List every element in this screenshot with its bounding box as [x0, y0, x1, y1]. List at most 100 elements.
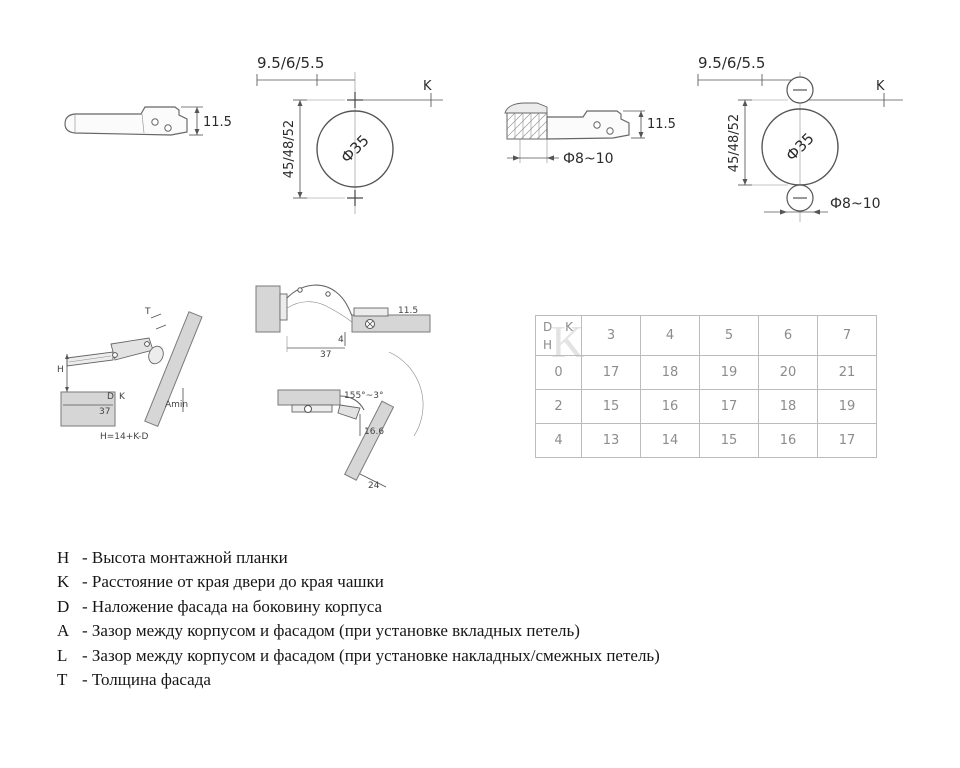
center-cross-marks — [347, 92, 363, 206]
cup-drill-diagram-left: 9.5/6/5.5 K Ф35 45/48/52 — [256, 54, 443, 214]
legend-key: A — [57, 621, 70, 641]
depth-dimension: 45/48/52 — [727, 99, 788, 186]
table-cell: 16 — [640, 389, 700, 424]
h-dimension: H — [57, 354, 69, 392]
dim-16-6-label: 16.6 — [364, 427, 384, 437]
door-panel — [255, 285, 281, 333]
corner-d-label: D — [543, 320, 553, 334]
legend-item-k: K - Расстояние от края двери до края чаш… — [57, 572, 660, 596]
dim-4-label: 4 — [338, 335, 344, 345]
legend-desc: - Высота монтажной планки — [82, 548, 288, 567]
legend-item-a: A - Зазор между корпусом и фасадом (при … — [57, 621, 660, 645]
hinge-side-view-left: 11.5 — [64, 106, 232, 136]
dim-37-label: 37 — [320, 350, 331, 360]
col-header: 5 — [699, 315, 759, 356]
hinge-angle-drawing: 155°~3° 16.6 24 — [277, 351, 424, 491]
legend: H - Высота монтажной планки K - Расстоян… — [57, 548, 660, 694]
legend-key: D — [57, 596, 70, 616]
cup-hole-circle — [316, 110, 394, 188]
table-cell: 18 — [758, 389, 818, 424]
hinge-spec-table: D K H 3 4 5 6 7 0 17 18 19 20 21 2 15 — [535, 315, 877, 458]
table-cell: 19 — [817, 389, 877, 424]
k-dimension: K — [363, 79, 443, 107]
row-header: 4 — [535, 423, 582, 458]
pilot-dia-label: Ф8~10 — [830, 196, 881, 212]
corner-h-label: H — [543, 338, 553, 352]
table-cell: 18 — [640, 355, 700, 390]
screw-dia-label: Ф8~10 — [563, 151, 614, 167]
cabinet-panel — [60, 391, 116, 427]
edge-distance-label: 9.5/6/5.5 — [698, 54, 765, 72]
legend-item-d: D - Наложение фасада на боковину корпуса — [57, 597, 660, 621]
hinge-open-diagrams: 11.5 4 37 155°~3° 16.6 24 — [255, 284, 431, 491]
legend-desc: - Расстояние от края двери до края чашки — [82, 572, 384, 592]
legend-item-l: L - Зазор между корпусом и фасадом (при … — [57, 646, 660, 670]
door-thickness-label: T — [144, 307, 151, 317]
row-header: 2 — [535, 389, 582, 424]
hinge-body-drawing — [64, 106, 188, 136]
cup-section-drawing — [504, 102, 548, 140]
door-panel — [144, 311, 203, 428]
center-cross-marks — [793, 89, 807, 199]
table-cell: 15 — [699, 423, 759, 458]
table-row: 0 17 18 19 20 21 — [535, 355, 877, 390]
table-cell: 13 — [581, 423, 641, 458]
col-header: 6 — [758, 315, 818, 356]
edge-distance-label: 9.5/6/5.5 — [257, 54, 324, 72]
screw-hole-dimension: Ф8~10 — [507, 139, 614, 167]
dim-37-label: 37 — [99, 407, 110, 417]
col-header: 7 — [817, 315, 877, 356]
legend-key: T — [57, 669, 68, 689]
hinge-open-drawing: 11.5 4 37 — [255, 284, 431, 360]
edge-distance-dim — [697, 74, 800, 86]
legend-item-t: T - Толщина фасада — [57, 670, 660, 694]
legend-item-h: H - Высота монтажной планки — [57, 548, 660, 572]
depth-dim-label: 45/48/52 — [727, 114, 742, 172]
d-label: D — [107, 392, 114, 402]
legend-key: K — [57, 572, 70, 592]
cup-drill-diagram-right: 9.5/6/5.5 K Ф35 45/48/52 — [697, 54, 903, 222]
dim-37: 37 — [63, 404, 113, 417]
k-label: K — [876, 79, 885, 94]
spec-table-wrap: K D K H 3 4 5 6 7 0 17 18 19 20 21 — [535, 315, 877, 458]
table-cell: 17 — [581, 355, 641, 390]
table-cell: 21 — [817, 355, 877, 390]
legend-desc: - Толщина фасада — [82, 669, 211, 689]
hinge-side-view-right: 11.5 Ф8~10 — [504, 102, 676, 167]
table-cell: 20 — [758, 355, 818, 390]
hinge-mechanism — [66, 337, 164, 367]
arm-plate-drawing — [546, 110, 630, 140]
cabinet-panel — [277, 389, 341, 406]
cup-diameter-label: Ф35 — [782, 129, 817, 164]
height-dim-label: 11.5 — [203, 115, 232, 130]
door-panel — [344, 400, 395, 481]
table-corner-cell: D K H — [535, 315, 582, 356]
dim-11-5-left: 11.5 — [181, 106, 232, 136]
legend-key: L — [57, 645, 68, 665]
depth-dimension: 45/48/52 — [282, 99, 345, 199]
table-row: 2 15 16 17 18 19 — [535, 389, 877, 424]
cabinet-panel — [351, 314, 431, 333]
table-cell: 17 — [699, 389, 759, 424]
amin-label: Amin — [165, 400, 188, 410]
table-cell: 17 — [817, 423, 877, 458]
table-cell: 16 — [758, 423, 818, 458]
dim-11-5-label: 11.5 — [398, 306, 418, 316]
dim-11-5-right: 11.5 — [623, 110, 676, 139]
hinge-closed-diagram: T H D K 37 Amin H=14+K-D — [57, 307, 203, 442]
table-cell: 19 — [699, 355, 759, 390]
legend-desc: - Зазор между корпусом и фасадом (при ус… — [82, 621, 580, 641]
table-cell: 15 — [581, 389, 641, 424]
legend-key: H — [57, 548, 70, 567]
height-dim-label: 11.5 — [647, 117, 676, 132]
dim-24-label: 24 — [368, 481, 380, 491]
legend-desc: - Зазор между корпусом и фасадом (при ус… — [82, 645, 660, 665]
formula-label: H=14+K-D — [100, 432, 149, 442]
cup-diameter-label: Ф35 — [337, 131, 372, 166]
legend-desc: - Наложение фасада на боковину корпуса — [82, 596, 383, 616]
pilot-hole-dimension: Ф8~10 — [764, 196, 881, 215]
row-header: 0 — [535, 355, 582, 390]
corner-k-label: K — [565, 320, 573, 334]
table-cell: 14 — [640, 423, 700, 458]
